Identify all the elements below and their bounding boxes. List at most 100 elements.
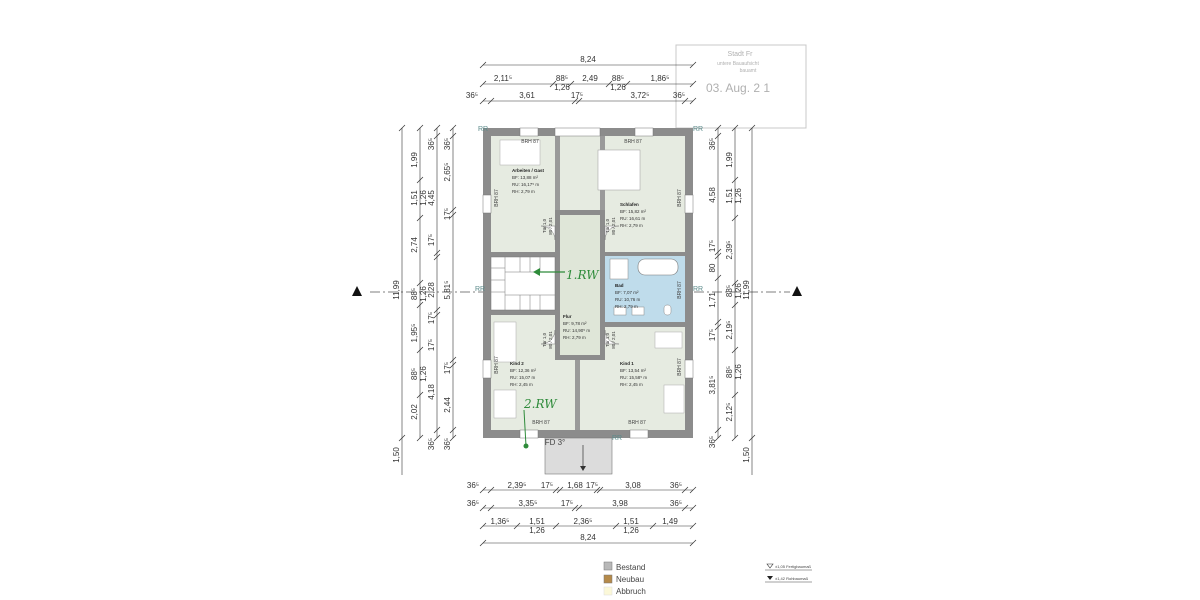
dimension-label: 1,26 [419, 286, 428, 302]
dimension-label: 1,26 [419, 190, 428, 206]
room-rh: RH: 2,45 m [620, 382, 643, 387]
dimension-label: 2,74 [410, 237, 419, 253]
dimension-label: 88⁵ [612, 74, 624, 83]
level-finished-icon [766, 563, 774, 569]
handwritten-arrow-icon [533, 268, 540, 276]
dimension-label: 1,51 [410, 190, 419, 206]
bed-icon [597, 149, 641, 191]
bathtub-icon [637, 258, 679, 276]
desk-icon [663, 384, 685, 414]
legend-swatch-bestand [603, 561, 613, 571]
dimension-label: 1,86⁵ [651, 74, 670, 83]
sink-icon [613, 306, 627, 316]
dimension-label: 17⁵ [443, 362, 452, 374]
dimension-label: 2,65⁵ [443, 163, 452, 182]
dimension-label: 2,19⁵ [725, 321, 734, 340]
dimension-label: 4,58 [708, 187, 717, 203]
dimension-label: 17⁵ [708, 240, 717, 252]
dimension-label: 2,39⁵ [508, 481, 527, 490]
dimension-label: 1,26 [623, 526, 639, 535]
dimension-label: 80 [708, 263, 717, 272]
room-bf: BF: 13,54 m² [620, 368, 647, 373]
dimension-label: 1,50 [392, 447, 401, 463]
dimension-label: 1,26 [554, 83, 570, 92]
level-raw-icon [767, 576, 773, 580]
stamp-date: 03. Aug. 2 1 [706, 81, 770, 95]
dimension-label: 36⁵ [673, 91, 685, 100]
dimension-label: 1,51 [623, 517, 639, 526]
dimension-label: 88⁵ [410, 288, 419, 300]
door-dimension-label: 80 / 2,01 [548, 217, 553, 235]
stamp-line-2: untere Bauaufsicht [717, 61, 759, 67]
room-ru: RU: 15,07 m [510, 375, 536, 380]
door-dimension-label: 80 / 2,01 [548, 331, 553, 349]
room-bf: BF: 9,78 m² [563, 321, 587, 326]
dimension-label: 88⁵ [410, 368, 419, 380]
dimension-label: 17⁵ [427, 234, 436, 246]
staircase [490, 256, 556, 311]
legend: Bestand Neubau Abbruch ±1,05 Fertigbauma… [603, 561, 812, 596]
level-finished-label: ±1,05 Fertigbaumaß [775, 564, 812, 569]
room-rh: RH: 2,79 m [615, 304, 638, 309]
dimension-label: 11,99 [392, 280, 401, 300]
dimension-label: 17⁵ [541, 481, 553, 490]
room-name: Kind 1 [620, 361, 634, 366]
dimension-label: 2,28 [427, 282, 436, 298]
room-name: Bad [615, 283, 624, 288]
dimension-label: 1,26 [529, 526, 545, 535]
dimension-label: 36⁵ [427, 138, 436, 150]
handwritten-note-2rw: 2.RW [523, 397, 558, 411]
dimension-label: 88⁵ [725, 366, 734, 378]
handwritten-note-1rw: 1.RW [566, 268, 600, 282]
downpipe-label: RR [693, 126, 703, 133]
door-swing-icon [604, 225, 620, 241]
dimension-label: 3,35⁵ [519, 499, 538, 508]
dimension-label: 2,39⁵ [725, 241, 734, 260]
stamp-line-3: bauamt [740, 68, 757, 74]
downpipe-label: RR [475, 286, 485, 293]
dimension-label: 1,99 [410, 152, 419, 168]
dimension-label: 1,71 [708, 292, 717, 308]
dimension-label: 17⁵ [708, 329, 717, 341]
room-name: Flur [563, 314, 572, 319]
dimension-label: 2,12⁵ [725, 403, 734, 422]
room-ru: RU: 15,58⁵ m [620, 375, 647, 380]
dimension-label: 3,72⁵ [631, 91, 650, 100]
dimension-label: 1,26 [734, 364, 743, 380]
door-label: Tür 1,0 [542, 332, 547, 347]
room-ru: RU: 16,17⁵ m [512, 182, 539, 187]
room-ru: RU: 10,76 m [615, 297, 641, 302]
dimension-label: 4,45 [427, 190, 436, 206]
dimension-label: 1,36⁵ [491, 517, 510, 526]
sill-height-label: BRH 87 [521, 139, 539, 145]
room-rh: RH: 2,79 m [620, 223, 643, 228]
desk-icon [499, 139, 541, 166]
dimension-label: 88⁵ [725, 285, 734, 297]
dimension-label: 8,24 [580, 533, 596, 542]
sill-height-label: BRH 87 [677, 281, 683, 299]
door-swing-icon [540, 329, 556, 345]
dimension-label: 1,68 [567, 481, 583, 490]
slope-arrow-icon [580, 466, 586, 471]
downpipe-label: RR [612, 435, 622, 442]
handwritten-dot [523, 443, 529, 449]
room-name: Arbeiten / Gast [512, 168, 545, 173]
dimension-label: 1,51 [529, 517, 545, 526]
dimension-label: 8,24 [580, 55, 596, 64]
dimension-label: 1,99 [725, 152, 734, 168]
dimension-label: 2,44 [443, 397, 452, 413]
dimension-label: 17⁵ [586, 481, 598, 490]
dimension-label: 1,26 [734, 283, 743, 299]
room-label: Kind 1 BF: 13,54 m² RU: 15,58⁵ m RH: 2,45 m [620, 361, 647, 387]
downpipe-label: RR [478, 126, 488, 133]
dimension-label: 17⁵ [427, 339, 436, 351]
section-marker-right-icon [792, 286, 802, 296]
roof-label: FD 3° [545, 438, 566, 447]
legend-swatch-neubau [603, 574, 613, 584]
room-rh: RH: 2,45 m [510, 382, 533, 387]
dimension-label: 36⁵ [708, 138, 717, 150]
